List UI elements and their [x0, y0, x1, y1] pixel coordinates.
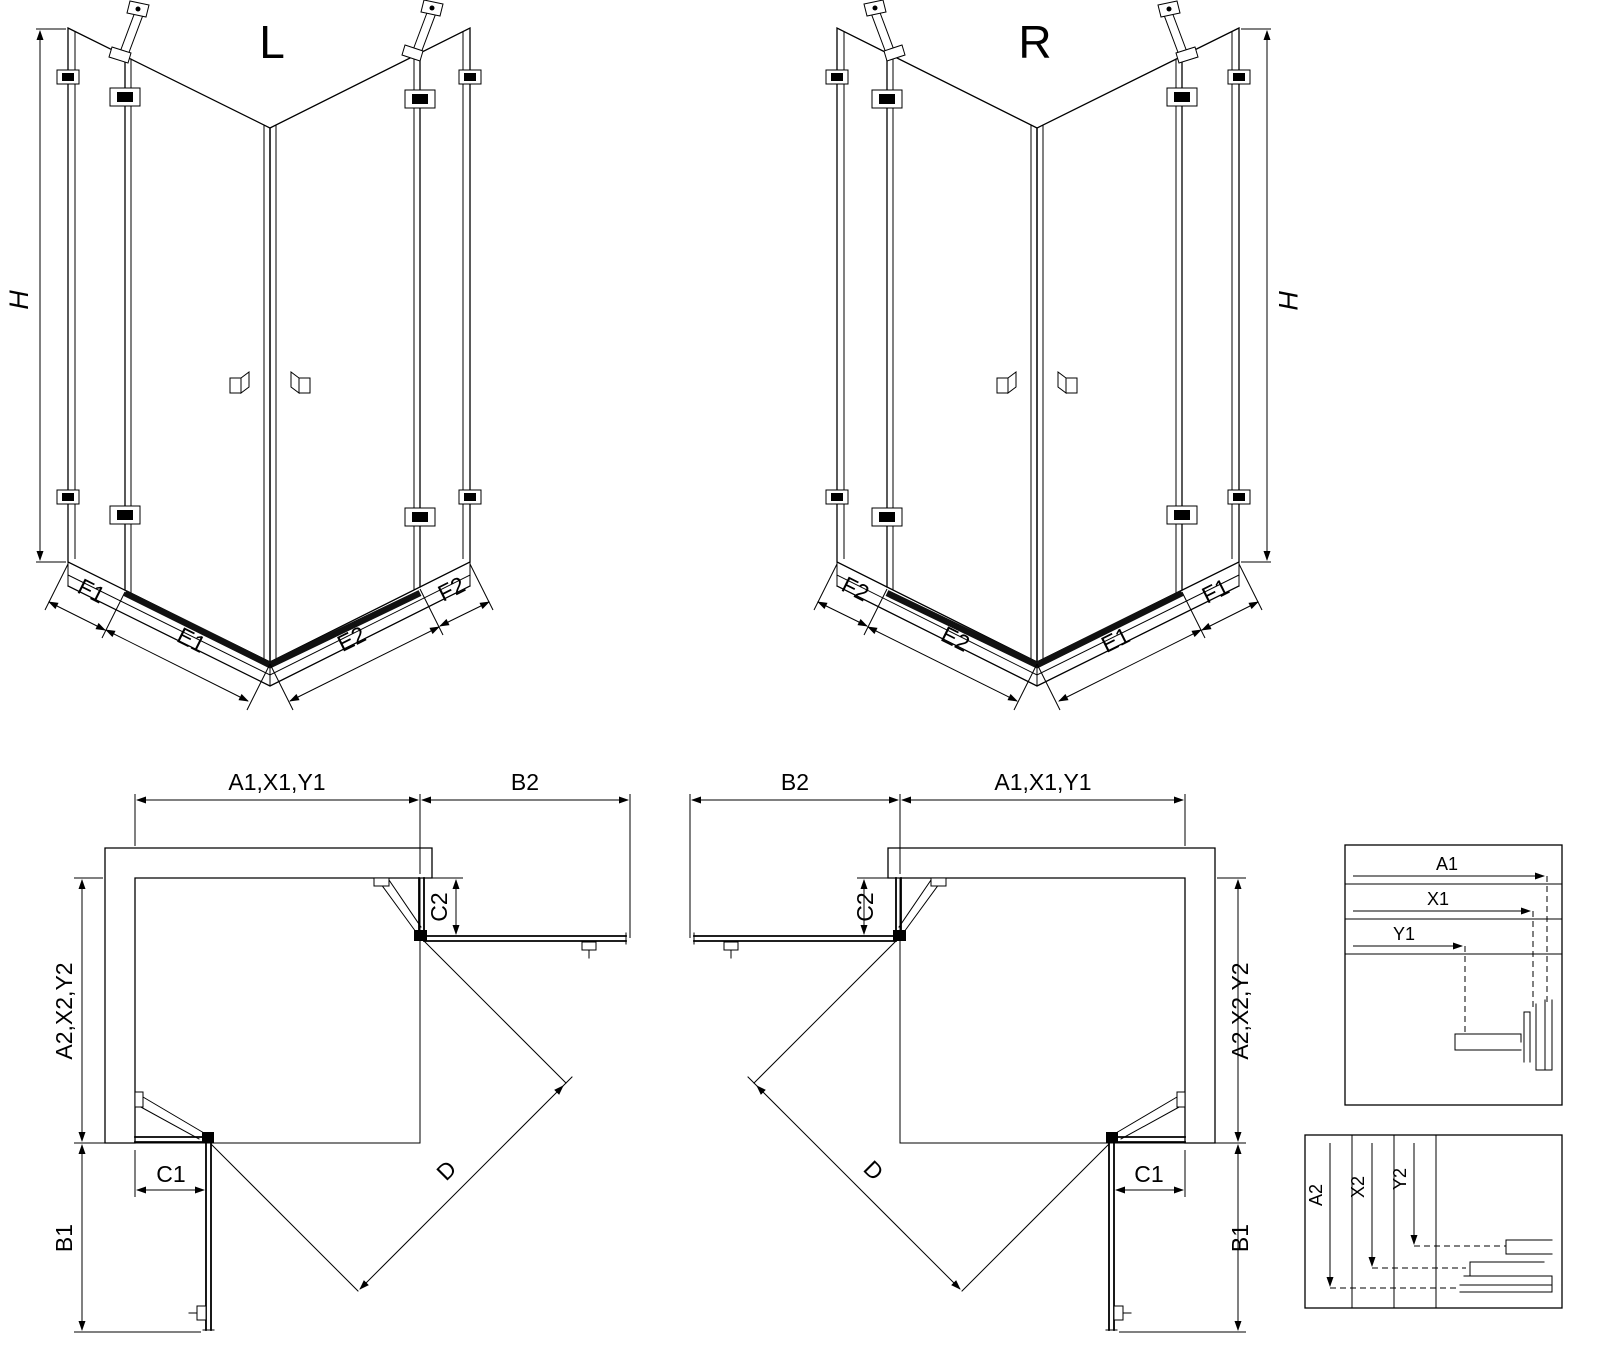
dim-label-depth-planR: A2,X2,Y2	[1227, 962, 1253, 1059]
dim-label-width-planL: A1,X1,Y1	[228, 769, 325, 795]
dim-label-b2-planR: B2	[781, 769, 809, 795]
dim-label-c1-planL: C1	[156, 1161, 185, 1187]
dim-label-e1-left: E1	[173, 622, 210, 658]
variant-label-right: R	[1018, 16, 1051, 68]
wall-profile-detail-bottom	[1459, 1239, 1553, 1293]
iso-view-left	[36, 0, 493, 710]
dim-label-h-right: H	[1273, 290, 1303, 310]
detail-box-top	[1344, 844, 1563, 1106]
dim-label-h-left: H	[4, 290, 34, 310]
detail-label-x1: X1	[1427, 889, 1449, 909]
detail-label-a1: A1	[1436, 854, 1458, 874]
dim-label-e1-right: E1	[1097, 622, 1134, 658]
dim-label-d-planL: D	[431, 1155, 461, 1185]
dim-label-c2-planR: C2	[852, 892, 878, 921]
detail-box-bottom	[1304, 1134, 1563, 1309]
dim-label-width-planR: A1,X1,Y1	[994, 769, 1091, 795]
detail-label-y2: Y2	[1390, 1168, 1410, 1190]
plan-view-right	[690, 794, 1246, 1332]
wall-profile-detail-top	[1454, 999, 1553, 1071]
dim-label-d-planR: D	[859, 1155, 889, 1185]
dim-label-b1-planR: B1	[1227, 1224, 1253, 1252]
dim-label-b1-planL: B1	[51, 1224, 77, 1252]
variant-label-left: L	[259, 16, 285, 68]
plan-view-left	[74, 794, 630, 1332]
dim-label-depth-planL: A2,X2,Y2	[51, 962, 77, 1059]
detail-label-y1: Y1	[1393, 924, 1415, 944]
detail-label-a2: A2	[1306, 1184, 1326, 1206]
dim-label-b2-planL: B2	[511, 769, 539, 795]
iso-view-right	[814, 0, 1271, 710]
dim-label-c2-planL: C2	[426, 892, 452, 921]
dim-label-c1-planR: C1	[1134, 1161, 1163, 1187]
detail-label-x2: X2	[1348, 1176, 1368, 1198]
